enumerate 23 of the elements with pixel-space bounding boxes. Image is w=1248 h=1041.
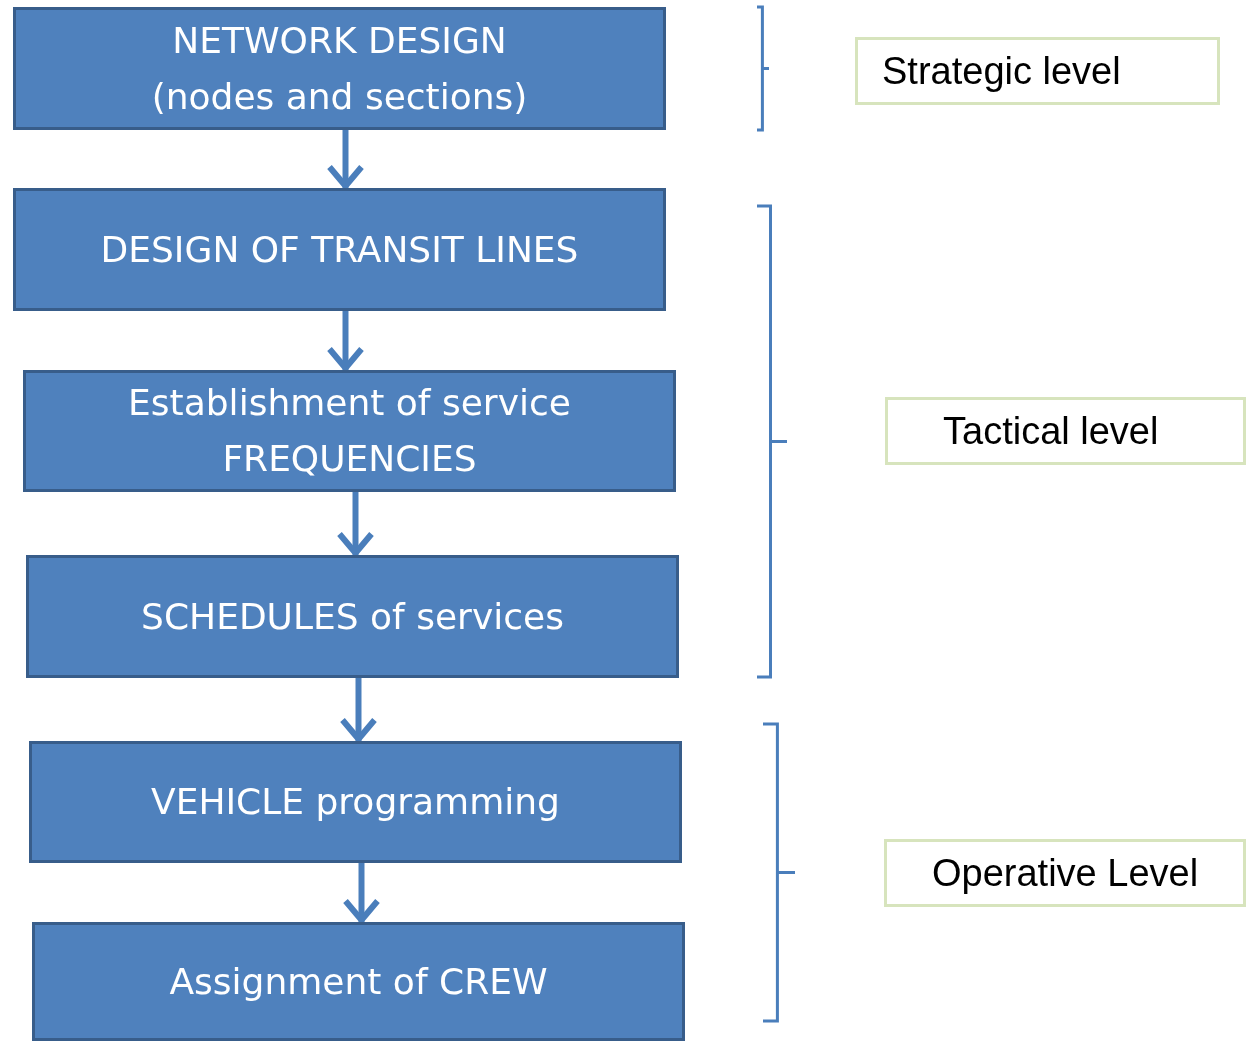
box-label: VEHICLE programming: [151, 780, 560, 825]
box-label: DESIGN OF TRANSIT LINES: [100, 227, 579, 272]
level-box: [884, 839, 1246, 907]
process-box: [13, 188, 666, 311]
level-box: [885, 397, 1246, 465]
process-box: [23, 370, 676, 492]
level-box: [855, 37, 1220, 105]
box-label: Establishment of service FREQUENCIES: [127, 381, 572, 481]
process-box: [29, 741, 682, 863]
box-label: Assignment of CREW: [169, 959, 548, 1004]
arrow: [342, 863, 381, 923]
box-label: NETWORK DESIGN (nodes and sections): [150, 18, 529, 119]
arrow: [326, 130, 365, 189]
process-box: [13, 7, 666, 130]
box-label: SCHEDULES of services: [141, 594, 564, 639]
arrow: [339, 678, 378, 742]
box-label: Operative Level: [932, 851, 1199, 895]
arrow: [336, 492, 375, 556]
arrow: [326, 311, 365, 371]
box-label: Tactical level: [943, 409, 1159, 453]
box-label: Strategic level: [882, 49, 1121, 93]
process-box: [32, 922, 685, 1041]
process-box: [26, 555, 679, 678]
